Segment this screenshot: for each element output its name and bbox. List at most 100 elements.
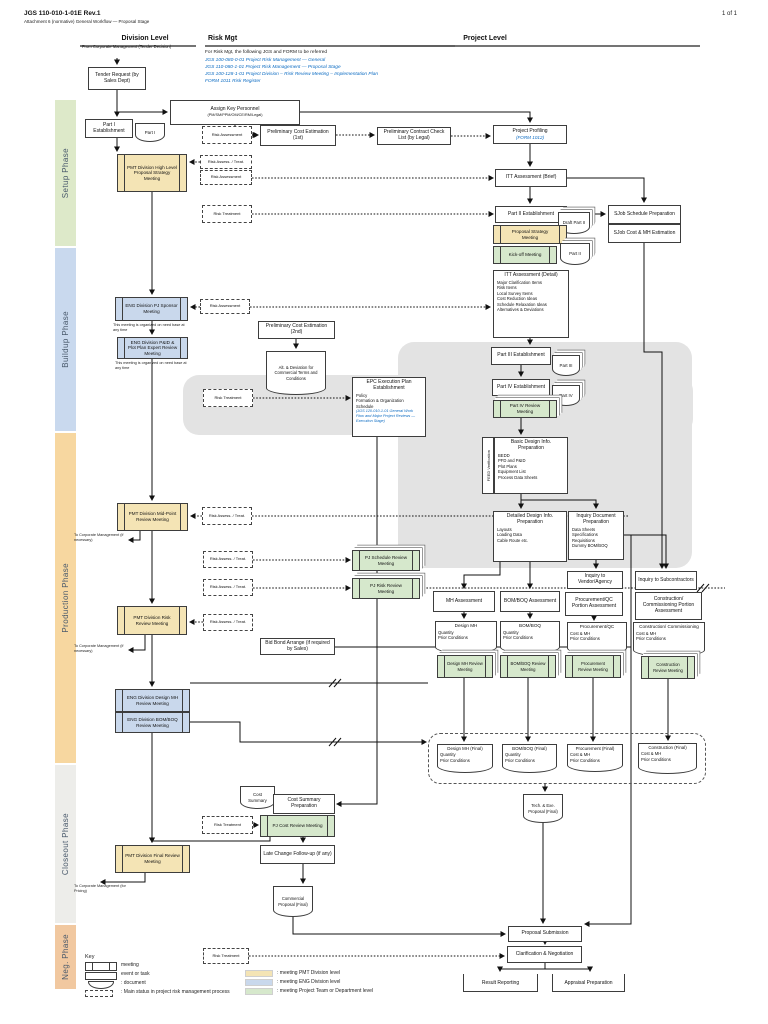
epc-plan-reference-link[interactable]: (JGS 120-010-1-01 General Work Flow and …: [356, 409, 416, 423]
part3-establishment-box: Part III Establishment: [491, 347, 551, 365]
eng-pj-sponsor-meeting: ENG Division PJ Sponsor Meeting: [115, 297, 188, 321]
inquiry-subcontractors-box: Inquiry to Subcontractors: [635, 571, 697, 590]
epc-plan-item: Schedule: [356, 403, 374, 409]
risk-refs-intro: For Risk Mgt, the following JGS and FORM…: [205, 50, 328, 55]
prelim-cost-1-box: Preliminary Cost Estimation (1st): [260, 125, 336, 146]
part4-establishment-box: Part IV Establishment: [492, 379, 550, 396]
pmt-midpoint-meeting: PMT Division Mid-Point Review Meeting: [117, 503, 188, 531]
bid-bond-box: Bid Bond Arrange (if required by Sales): [260, 638, 335, 655]
design-mh-title: Design MH: [454, 623, 478, 628]
itt-detail-item: Schedule Relaxation Ideas: [497, 301, 547, 307]
itt-detail-box: ITT Assessment (Detail) Major Clarificat…: [493, 270, 569, 338]
key-main-status-label: : Main status in project risk management…: [121, 989, 230, 995]
procurement-final-title: Procurement (Final): [575, 746, 615, 751]
basic-design-item: BEDD: [498, 452, 510, 458]
mh-assessment-box: MH Assessment: [433, 591, 495, 612]
detailed-design-item: Layouts: [497, 526, 512, 532]
construction-review-meeting: Construction Review Meeting: [641, 656, 695, 679]
risk-ref-link[interactable]: FORM 1011 Risk Register: [205, 79, 261, 84]
feed-verification-strip: FEED Verification: [482, 437, 494, 494]
risk-ref-link[interactable]: JGS 100-128-1-01 Project Division – Risk…: [205, 72, 379, 77]
itt-detail-item: Risk Items: [497, 285, 517, 291]
risk-assessment-box: Risk Assessment: [200, 299, 250, 314]
bomboq-final-item: Prior Conditions: [505, 757, 535, 763]
basic-design-item: Plot Plans: [498, 463, 517, 469]
procurement-review-meeting: Procurement Review Meeting: [565, 655, 621, 678]
part4-document: Part IV: [552, 385, 580, 406]
risk-ref-link[interactable]: JGS 110-080-1-01 Project Risk Management…: [205, 65, 341, 70]
design-mh-final-title: Design MH (Final): [447, 746, 483, 751]
key-event-label: event or task: [121, 971, 150, 977]
inquiry-document-item: Specifications: [572, 532, 598, 538]
eng-bomboq-meeting: ENG Division BOM/BOQ Review Meeting: [115, 712, 190, 733]
construction-item: Prior Conditions: [636, 636, 666, 642]
detailed-design-item: Cable Route etc.: [497, 537, 529, 543]
part2-establishment-box: Part II Establishment: [495, 206, 567, 223]
procurement-assessment-box: Procurement/QC Portion Assessment: [565, 592, 623, 616]
design-mh-final-item: Prior Conditions: [440, 757, 470, 763]
part3-document: Part III: [552, 355, 580, 376]
risk-assess-treat-box: Risk Assess. / Treat.: [203, 614, 253, 631]
pmt-high-level-meeting: PMT Division High Level Proposal Strateg…: [117, 154, 187, 192]
part2-document: Part II: [560, 243, 590, 265]
from-corporate-label: From Corporate Management (Tender Decisi…: [82, 44, 172, 49]
tender-request-box: Tender Request (by Sales Dept): [88, 67, 146, 90]
key-eng-label: : meeting ENG Division level: [277, 979, 341, 985]
bomboq-item: Quantity: [503, 629, 519, 635]
project-profiling-form-link[interactable]: (FORM 1012): [515, 134, 545, 140]
design-mh-document: Design MH Quantity Prior Conditions: [435, 621, 497, 654]
itt-detail-item: Local Survey Items: [497, 290, 533, 296]
kickoff-meeting: Kick-off Meeting: [493, 246, 557, 264]
prelim-contract-box: Preliminary Contract Check List (by Lega…: [377, 127, 451, 145]
key-team-swatch: [245, 988, 273, 995]
phase-band-buildup: Buildup Phase: [55, 248, 76, 431]
meeting-note: This meeting is organized on need base a…: [113, 323, 185, 332]
phase-band-setup: Setup Phase: [55, 100, 76, 246]
epc-plan-box: EPC Execution Plan Establishment Policy …: [352, 377, 426, 437]
risk-treatment-box: Risk Treatment: [203, 389, 253, 407]
inquiry-document-item: Data Sheets: [572, 526, 596, 532]
project-profiling-title: Project Profiling: [512, 127, 548, 134]
phase-band-neg: Neg. Phase: [55, 925, 76, 989]
pj-cost-review-meeting: PJ Cost Review Meeting: [260, 815, 335, 837]
key-document-label: : document: [121, 980, 146, 986]
pj-schedule-review-meeting: PJ Schedule Review Meeting: [352, 550, 420, 571]
design-mh-final-document: Design MH (Final) Quantity Prior Conditi…: [437, 744, 493, 773]
assign-key-personnel-title: Assign Key Personnel: [210, 106, 260, 113]
sjob-cost-box: SJob Cost & MH Estimation: [608, 224, 681, 243]
risk-treatment-box: Risk Treatment: [202, 205, 252, 223]
pj-risk-review-meeting: PJ Risk Review Meeting: [352, 578, 420, 599]
column-header-project: Project Level: [463, 35, 507, 42]
itt-detail-title: ITT Assessment (Detail): [504, 272, 558, 278]
pmt-final-review-meeting: PMT Division Final Review Meeting: [115, 845, 190, 873]
alt-deviation-document: Alt. & Deviation for Commercial Terms an…: [266, 351, 326, 395]
basic-design-item: PFD and P&ID: [498, 458, 526, 464]
page-indicator: 1 of 1: [722, 11, 738, 17]
project-profiling-box: Project Profiling (FORM 1012): [493, 125, 567, 144]
key-event-icon: [85, 972, 117, 980]
risk-ref-link[interactable]: JGS 100-080-0-01 Project Risk Management…: [205, 58, 326, 63]
construction-final-item: Prior Conditions: [641, 756, 671, 762]
procurement-final-item: Prior Conditions: [570, 757, 600, 763]
design-mh-item: Quantity: [438, 629, 454, 635]
construction-final-item: Cost & MH: [641, 751, 662, 757]
inquiry-vendor-box: Inquiry to Vendor/Agency: [567, 571, 623, 589]
key-meeting-icon: [85, 962, 117, 971]
cost-summary-document: Cost Summary: [240, 786, 275, 809]
column-header-risk: Risk Mgt: [208, 35, 238, 42]
doc-title: Attachment 6 (normative) General Workflo…: [24, 19, 150, 24]
part4-review-meeting: Part IV Review Meeting: [493, 400, 557, 418]
part1-establishment-box: Part I Establishment: [85, 119, 133, 138]
to-corporate-label: To Corporate Management (for Pricing): [74, 884, 126, 893]
to-corporate-label: To Corporate Management (if necessary): [74, 644, 124, 653]
appraisal-preparation-connector: Appraisal Preparation: [552, 974, 625, 992]
design-mh-review-meeting: Design MH Review Meeting: [437, 655, 493, 678]
key-eng-swatch: [245, 979, 273, 986]
bomboq-assessment-box: BOM/BOQ Assessment: [500, 591, 560, 612]
phase-band-production: Production Phase: [55, 433, 76, 763]
basic-design-item: Equipment List: [498, 469, 526, 475]
construction-final-document: Construction (Final) Cost & MH Prior Con…: [638, 743, 697, 774]
risk-assess-treat-box: Risk Assess. / Treat.: [203, 551, 253, 568]
clarification-negotiation-box: Clarification & Negotiation: [507, 946, 582, 963]
bomboq-final-document: BOM/BOQ (Final) Quantity Prior Condition…: [502, 744, 557, 773]
